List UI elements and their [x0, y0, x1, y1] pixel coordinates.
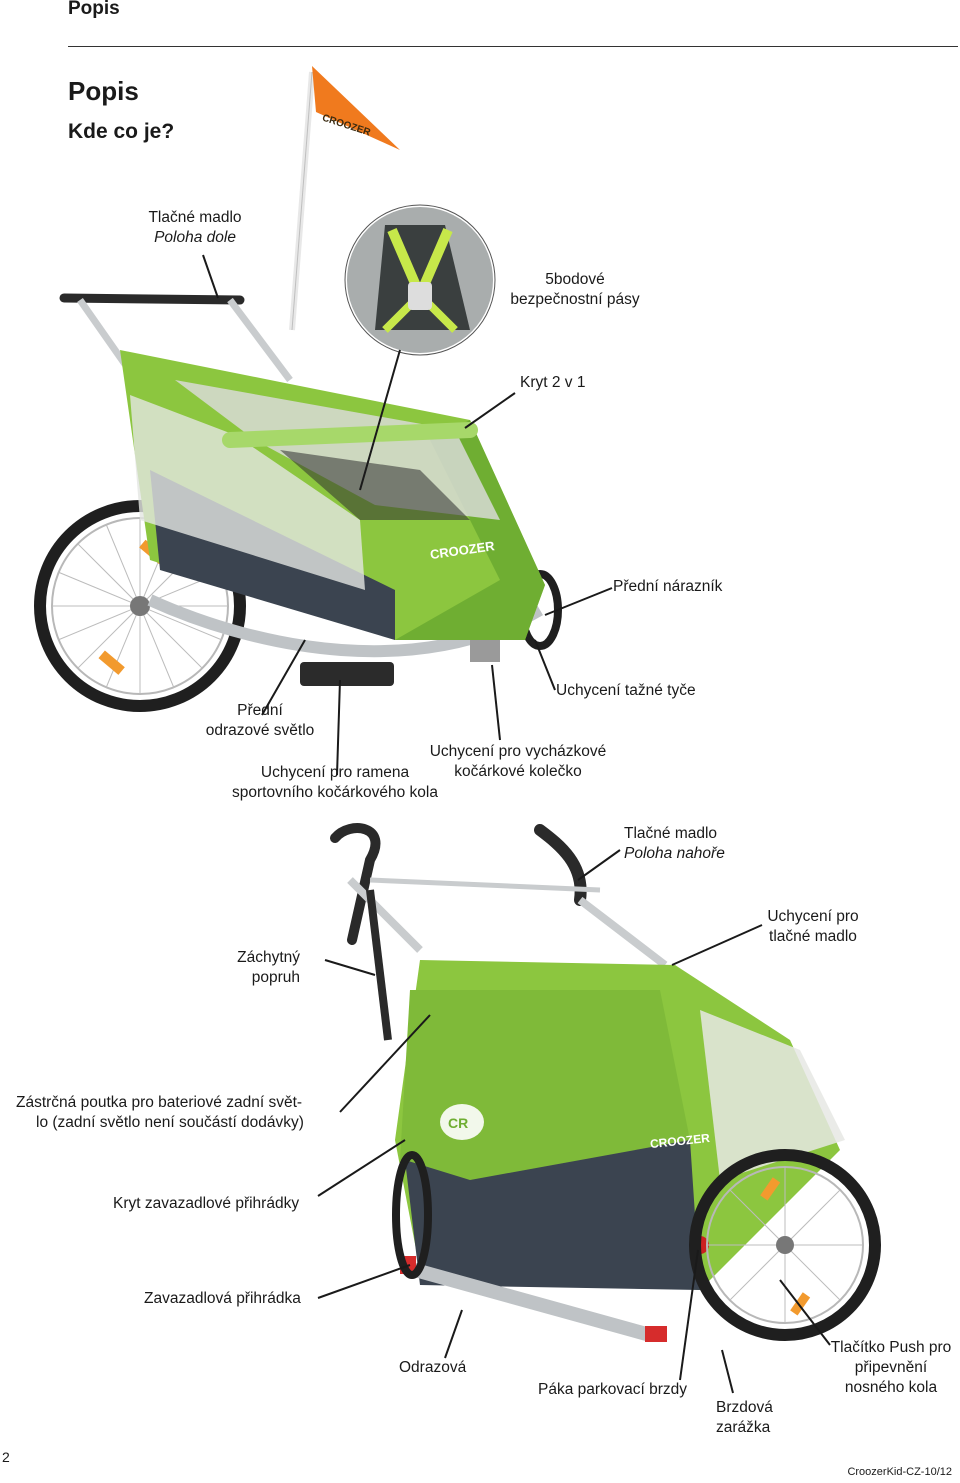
safety-flag — [312, 66, 400, 150]
label-handle-down-title: Tlačné madlo — [148, 209, 242, 226]
document-code: CroozerKid-CZ-10/12 — [847, 1466, 952, 1478]
label-harness-line1: 5bodové — [545, 271, 605, 288]
label-harness: 5bodové bezpečnostní pásy — [495, 270, 655, 310]
header-divider — [68, 46, 958, 47]
label-cover: Kryt 2 v 1 — [520, 374, 586, 391]
label-stroller-wheel-mount: Uchycení pro vycházkové kočárkové kolečk… — [420, 742, 616, 782]
label-light-loops-line2: lo (zadní světlo není součástí dodávky) — [36, 1114, 304, 1131]
label-light-loops-line1: Zástrčná poutka pro bateriové zadní svět… — [16, 1094, 303, 1111]
label-push-button-line2: připevnění — [854, 1359, 928, 1376]
label-light-loops: Zástrčná poutka pro bateriové zadní svět… — [16, 1093, 304, 1133]
label-safety-strap: Záchytný popruh — [220, 948, 300, 988]
label-brake-stop-line1: Brzdová — [716, 1399, 773, 1416]
side-logo: CROOZER — [649, 1131, 710, 1151]
label-jogging-arm-mount: Uchycení pro ramena sportovního kočárkov… — [215, 763, 455, 803]
label-front-reflector: Přední odrazové světlo — [200, 701, 320, 741]
label-front-reflector-line2: odrazové světlo — [205, 722, 315, 739]
label-brake-stop-line2: zarážka — [716, 1419, 771, 1436]
label-handle-up-position: Poloha nahoře — [624, 845, 725, 862]
top-callout-lines — [202, 254, 613, 776]
label-handle-down: Tlačné madlo Poloha dole — [135, 208, 255, 248]
page-title: Popis — [68, 76, 139, 106]
label-jogging-arm-line1: Uchycení pro ramena — [260, 764, 410, 781]
label-luggage-cover: Kryt zavazadlové přihrádky — [113, 1195, 300, 1212]
top-trailer-image: CROOZER CROOZER — [34, 66, 562, 712]
label-handle-mount: Uchycení pro tlačné madlo — [750, 907, 876, 947]
label-front-reflector-line1: Přední — [237, 702, 283, 719]
bottom-trailer-image: CR CROOZER — [330, 823, 881, 1342]
label-handle-down-position: Poloha dole — [154, 229, 236, 246]
harness-inset — [343, 203, 497, 357]
label-rear-reflector: Odrazová — [399, 1359, 467, 1376]
label-handle-up: Tlačné madlo Poloha nahoře — [624, 824, 725, 864]
label-push-button: Tlačítko Push pro připevnění nosného kol… — [818, 1338, 960, 1398]
label-harness-line2: bezpečnostní pásy — [510, 291, 640, 308]
label-handle-mount-line1: Uchycení pro — [767, 908, 859, 925]
label-brake-stop: Brzdová zarážka — [716, 1398, 773, 1438]
label-push-button-line1: Tlačítko Push pro — [830, 1339, 952, 1356]
label-front-bumper: Přední nárazník — [613, 578, 723, 595]
label-parking-brake-lever: Páka parkovací brzdy — [538, 1381, 688, 1398]
label-handle-mount-line2: tlačné madlo — [769, 928, 857, 945]
rear-logo-badge: CR — [448, 1115, 468, 1131]
label-push-button-line3: nosného kola — [844, 1379, 938, 1396]
label-safety-strap-line2: popruh — [251, 969, 300, 986]
label-handle-up-title: Tlačné madlo — [624, 825, 718, 842]
label-tow-mount: Uchycení tažné tyče — [556, 682, 696, 699]
label-stroller-wheel-line1: Uchycení pro vycházkové — [429, 743, 607, 760]
page-subtitle: Kde co je? — [68, 120, 175, 143]
label-luggage-compartment: Zavazadlová přihrádka — [144, 1290, 301, 1307]
page-number: 2 — [2, 1449, 10, 1465]
label-safety-strap-line1: Záchytný — [237, 949, 300, 966]
header-section-title: Popis — [68, 0, 120, 19]
side-wheel — [689, 1149, 881, 1341]
label-jogging-arm-line2: sportovního kočárkového kola — [232, 784, 438, 801]
bottom-callout-lines — [317, 849, 831, 1394]
label-stroller-wheel-line2: kočárkové kolečko — [454, 763, 582, 780]
